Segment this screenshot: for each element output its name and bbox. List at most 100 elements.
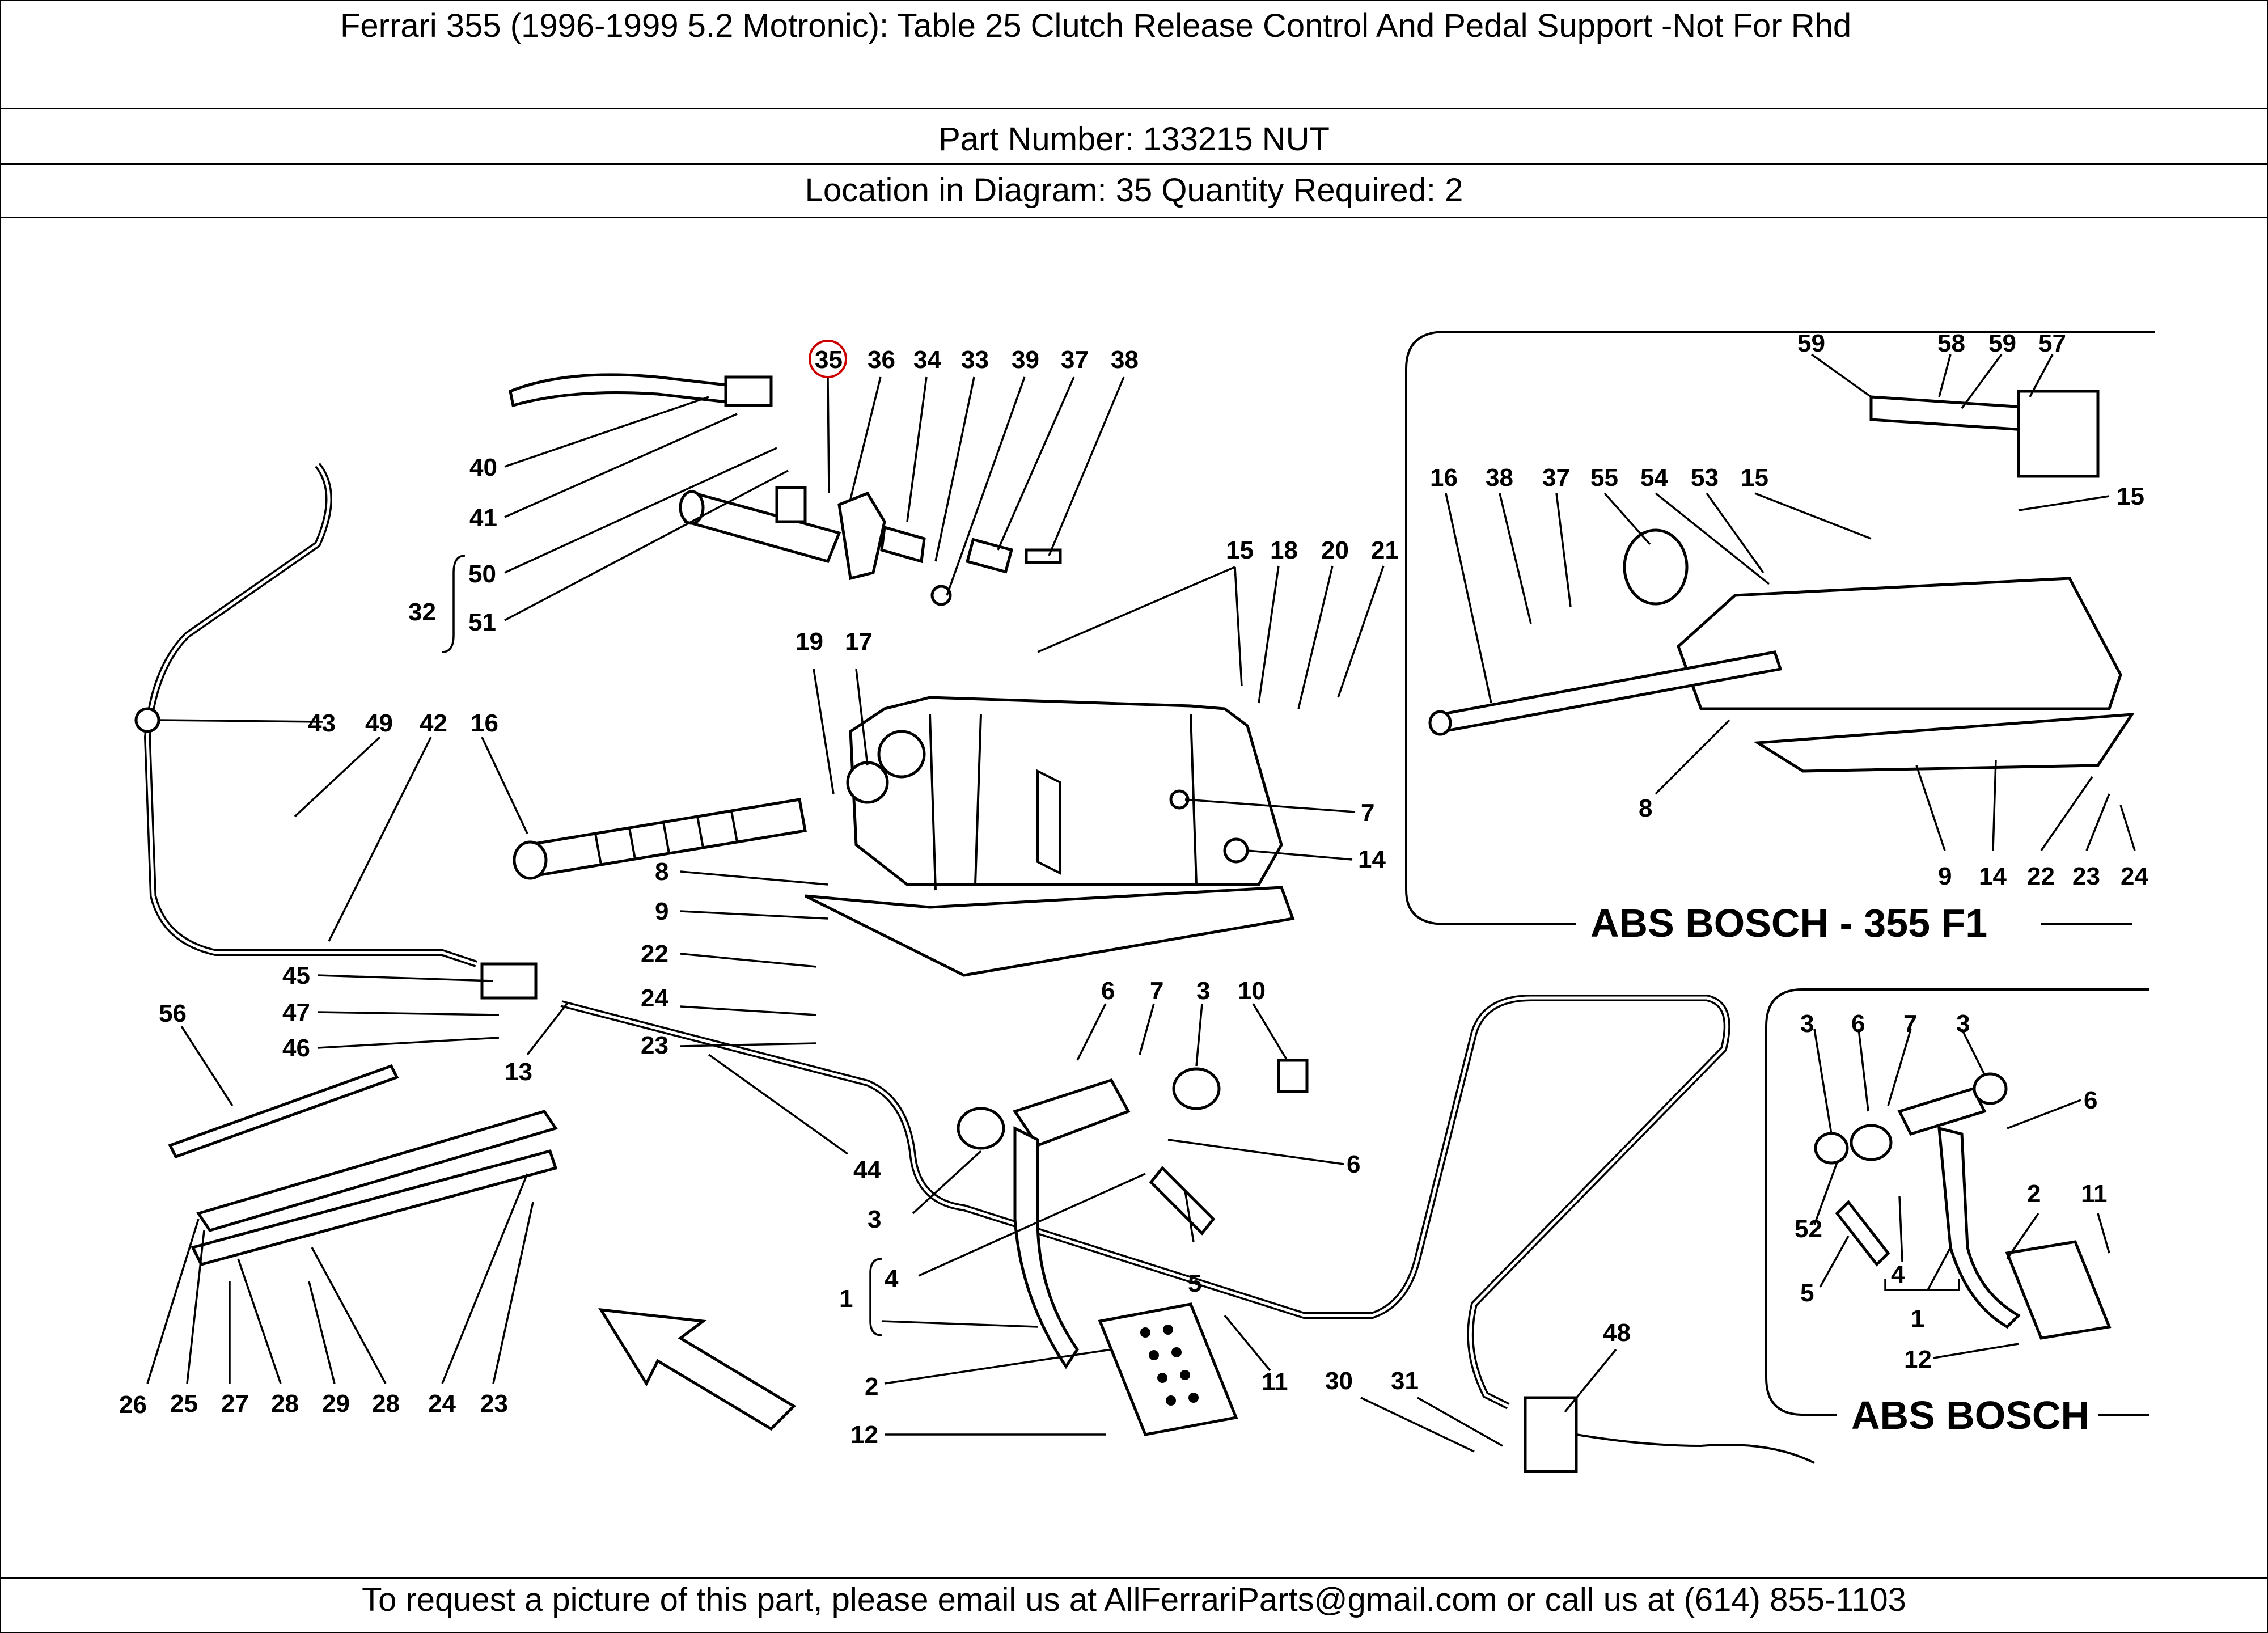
divider xyxy=(0,217,2268,218)
callout: 15 xyxy=(1741,464,1768,492)
inset-abs-labels: 3 6 7 3 6 52 5 4 1 2 11 12 xyxy=(1795,1010,2108,1373)
inset-abs-title: ABS BOSCH xyxy=(1851,1393,2089,1437)
callout: 38 xyxy=(1111,346,1139,374)
callout: 46 xyxy=(282,1034,310,1062)
callout: 6 xyxy=(1851,1010,1865,1038)
callout: 41 xyxy=(469,504,497,532)
divider xyxy=(0,1577,2268,1579)
callout: 3 xyxy=(1956,1010,1970,1038)
direction-arrow xyxy=(598,1308,797,1431)
callout: 24 xyxy=(641,984,668,1012)
abs-pedal xyxy=(1814,1072,2112,1340)
callout: 45 xyxy=(282,962,310,989)
callout: 44 xyxy=(853,1156,881,1184)
hose-fitting xyxy=(724,375,773,407)
callout: 16 xyxy=(471,709,498,737)
callout: 18 xyxy=(1270,536,1298,564)
callout: 52 xyxy=(1795,1215,1822,1243)
callout: 37 xyxy=(1061,346,1089,374)
highlight-circle xyxy=(809,340,847,378)
callout: 14 xyxy=(1358,845,1386,873)
callout: 13 xyxy=(505,1058,532,1086)
callout: 58 xyxy=(1937,329,1965,357)
callout: 47 xyxy=(282,999,310,1026)
footrest xyxy=(168,1064,558,1266)
callout: 22 xyxy=(641,940,668,968)
bushing-3 xyxy=(1172,1067,1221,1110)
return-spring xyxy=(1149,1166,1216,1236)
callout: 51 xyxy=(468,608,496,636)
callout: 5 xyxy=(1800,1279,1814,1307)
leader-lines xyxy=(146,376,1617,1453)
footer-contact: To request a picture of this part, pleas… xyxy=(362,1581,1906,1618)
callout: 3 xyxy=(1800,1010,1814,1038)
inset-f1-frame xyxy=(1405,331,2155,925)
callout: 59 xyxy=(1988,329,2016,357)
callout: 23 xyxy=(480,1390,508,1418)
callout: 49 xyxy=(365,709,393,737)
callout: 4 xyxy=(1891,1260,1905,1288)
callout: 48 xyxy=(1603,1319,1631,1347)
callout: 2 xyxy=(865,1373,878,1401)
callout: 9 xyxy=(1938,862,1952,890)
callout: 40 xyxy=(469,454,497,481)
callout: 15 xyxy=(1226,536,1254,564)
callout: 35 xyxy=(815,346,843,374)
callout: 39 xyxy=(1012,346,1039,374)
divider xyxy=(0,163,2268,165)
callout: 26 xyxy=(119,1391,147,1419)
callout: 37 xyxy=(1542,464,1570,492)
pipe-junction-48 xyxy=(1524,1396,1578,1473)
callout: 17 xyxy=(845,628,873,655)
callout: 36 xyxy=(868,346,895,374)
location-line: Location in Diagram: 35 Quantity Require… xyxy=(805,172,1463,209)
callout: 32 xyxy=(408,598,436,626)
callout: 33 xyxy=(961,346,989,374)
callout: 9 xyxy=(655,898,668,925)
callout: 11 xyxy=(2081,1180,2108,1208)
callout: 2 xyxy=(2027,1180,2041,1208)
callout: 16 xyxy=(1430,464,1458,492)
callout: 12 xyxy=(850,1421,878,1449)
callout: 7 xyxy=(1361,799,1374,827)
callout: 59 xyxy=(1797,329,1825,357)
callout: 27 xyxy=(221,1390,249,1418)
callout: 24 xyxy=(2121,862,2148,890)
callout: 56 xyxy=(159,1000,187,1027)
callout: 12 xyxy=(1904,1346,1932,1373)
callout: 38 xyxy=(1486,464,1513,492)
callout: 6 xyxy=(1347,1150,1360,1178)
callout-labels: 35 36 34 33 39 37 38 40 41 32 50 51 15 1… xyxy=(119,346,1631,1449)
callout: 25 xyxy=(170,1390,198,1418)
callout: 54 xyxy=(1640,464,1668,492)
inset-f1-labels: 59 58 59 57 16 38 37 55 54 53 15 15 8 9 … xyxy=(1430,329,2148,890)
callout: 28 xyxy=(271,1390,299,1418)
callout: 7 xyxy=(1150,977,1163,1005)
callout: 6 xyxy=(1101,977,1115,1005)
callout: 43 xyxy=(308,709,336,737)
callout: 14 xyxy=(1979,862,2007,890)
callout: 50 xyxy=(468,560,496,588)
callout: 29 xyxy=(322,1390,350,1418)
callout: 23 xyxy=(641,1031,668,1059)
callout: 31 xyxy=(1391,1367,1419,1395)
clip-10 xyxy=(1277,1059,1309,1093)
callout: 11 xyxy=(1262,1368,1288,1396)
callout: 23 xyxy=(2072,862,2100,890)
callout: 24 xyxy=(428,1390,456,1418)
clutch-pedal xyxy=(957,1078,1238,1436)
callout: 8 xyxy=(655,858,668,886)
gearbox-housing xyxy=(804,696,1295,977)
callout: 34 xyxy=(913,346,941,374)
pipe-grommet xyxy=(134,707,160,733)
divider xyxy=(0,108,2268,109)
callout: 28 xyxy=(372,1390,400,1418)
callout: 55 xyxy=(1590,464,1618,492)
inset-leader-lines xyxy=(1445,353,2136,1359)
callout: 15 xyxy=(2117,483,2144,510)
callout: 7 xyxy=(1903,1010,1917,1038)
callout: 1 xyxy=(839,1285,853,1313)
callout: 6 xyxy=(2084,1086,2097,1114)
